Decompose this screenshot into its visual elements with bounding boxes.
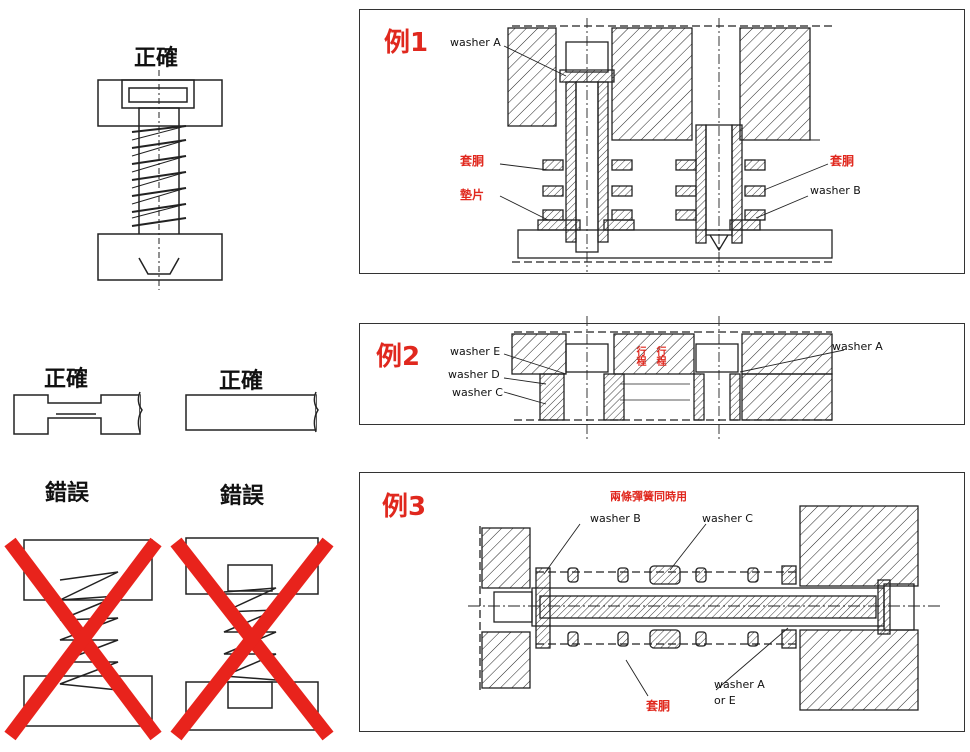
ex2-washer-a-label: washer A	[832, 340, 883, 353]
washer-sections	[13, 391, 319, 435]
label-wrong-a: 錯誤	[45, 481, 90, 506]
ex3-or-e-label: or E	[714, 694, 736, 707]
ex3-washer-b-label: washer B	[590, 512, 641, 525]
correct-bolt-assembly	[97, 70, 223, 290]
example1-panel	[359, 9, 965, 274]
ex3-sleeve-label: 套胴	[646, 699, 671, 713]
label-correct-mid-b: 正確	[219, 369, 264, 394]
ex1-pad-label: 墊片	[460, 188, 485, 202]
ex1-washer-a-label: washer A	[450, 36, 501, 49]
wrong-assemblies	[23, 537, 319, 731]
label-wrong-b: 錯誤	[220, 484, 265, 509]
ex2-stroke-label-2: 行程	[654, 346, 665, 366]
example2-title: 例2	[376, 342, 421, 372]
example1-title: 例1	[384, 28, 429, 58]
ex1-washer-b-label: washer B	[810, 184, 861, 197]
example3-title: 例3	[382, 492, 427, 522]
example2-drawing	[503, 316, 845, 442]
example3-panel	[359, 472, 965, 732]
ex1-sleeve-right-label: 套胴	[830, 154, 855, 168]
example3-drawing	[468, 505, 940, 711]
example2-panel	[359, 323, 965, 425]
label-correct-top: 正確	[134, 46, 179, 71]
ex2-washer-c-label: washer C	[452, 386, 503, 399]
ex2-stroke-label-1: 行程	[634, 346, 645, 366]
ex3-caption: 兩條彈簧同時用	[610, 490, 687, 503]
ex1-sleeve-left-label: 套胴	[460, 154, 485, 168]
ex2-washer-e-label: washer E	[450, 345, 501, 358]
label-correct-mid-a: 正確	[44, 367, 89, 392]
ex2-washer-d-label: washer D	[448, 368, 500, 381]
ex3-washer-a-label: washer A	[714, 678, 765, 691]
example1-drawing	[499, 18, 836, 272]
wrong-x-marks	[4, 537, 334, 741]
ex3-washer-c-label: washer C	[702, 512, 753, 525]
